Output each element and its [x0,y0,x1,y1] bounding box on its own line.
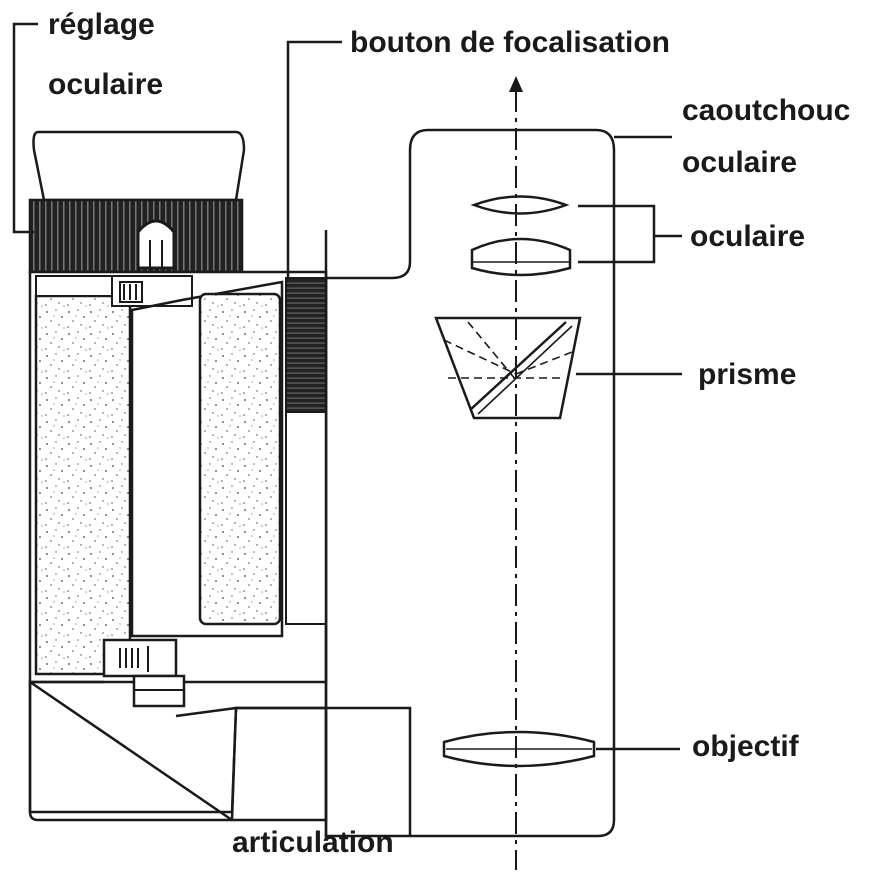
focus-wheel [285,277,327,413]
label-articulation: articulation [232,826,394,859]
top-marks [119,281,143,303]
label-oculaire: oculaire [690,220,805,253]
bottom-collar [102,638,178,678]
hinge-armour [198,292,282,626]
optical-tube-section [324,76,616,870]
objective-lens [442,730,596,768]
label-reglage-2: oculaire [48,68,163,101]
prism [434,316,582,420]
eyepiece-lens-top [470,195,570,215]
label-reglage-1: réglage [48,8,155,41]
leader-oculaire-bracket [578,204,656,264]
left-objective-outline [28,682,238,814]
ring-window [136,219,176,270]
focus-shaft [285,411,327,625]
eyepiece-lens-bottom [470,237,572,277]
axis-arrow [509,76,523,92]
tube-body [324,128,616,838]
left-tube [28,130,412,840]
leader-bouton [286,40,342,282]
label-caoutchouc-1: caoutchouc [682,94,850,127]
hinge-inner [130,280,284,638]
label-bouton: bouton de focalisation [350,26,670,59]
left-armour [34,294,132,676]
dioptre-ring [28,198,244,274]
label-caoutchouc-2: oculaire [682,146,797,179]
label-objectif: objectif [692,730,800,763]
leader-reglage [12,22,38,234]
label-prisme: prisme [698,358,796,391]
bottom-marks [119,646,149,672]
rubber-eyecup [32,130,246,202]
leader-lines [12,22,682,751]
